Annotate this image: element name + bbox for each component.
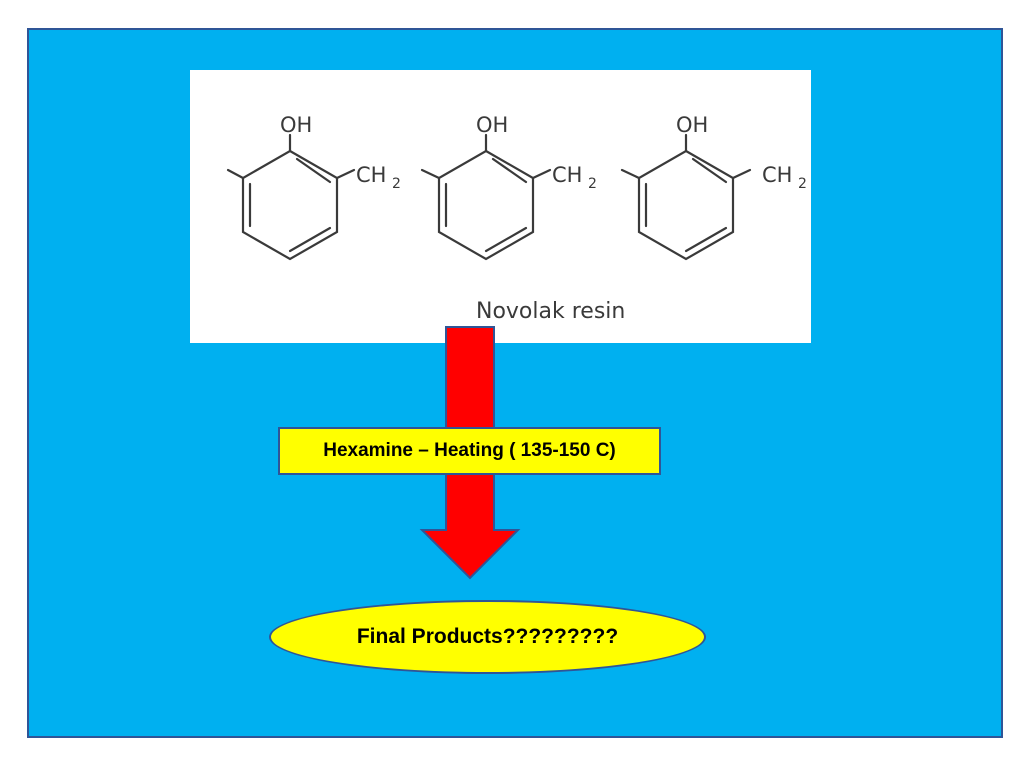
- ch2-subscript-1: 2: [392, 176, 401, 192]
- ch2-subscript-3: 2: [798, 176, 807, 192]
- ch2-label-1: CH: [356, 163, 386, 187]
- novolak-structure-diagram: OH OH OH CH 2 CH 2 CH 2 Novolak resin: [226, 113, 807, 324]
- novolak-structure-image: OH OH OH CH 2 CH 2 CH 2 Novolak resin: [190, 70, 811, 343]
- structure-caption: Novolak resin: [476, 299, 625, 324]
- reaction-condition-text: Hexamine – Heating ( 135-150 C): [323, 440, 616, 461]
- oh-label-2: OH: [476, 113, 508, 137]
- final-products-ellipse: Final Products?????????: [269, 600, 706, 674]
- final-products-text: Final Products?????????: [356, 625, 619, 648]
- reaction-condition-box: Hexamine – Heating ( 135-150 C): [278, 427, 661, 475]
- ch2-subscript-2: 2: [588, 176, 597, 192]
- ch2-label-3: CH: [762, 163, 792, 187]
- oh-label-1: OH: [280, 113, 312, 137]
- ch2-label-2: CH: [552, 163, 582, 187]
- oh-label-3: OH: [676, 113, 708, 137]
